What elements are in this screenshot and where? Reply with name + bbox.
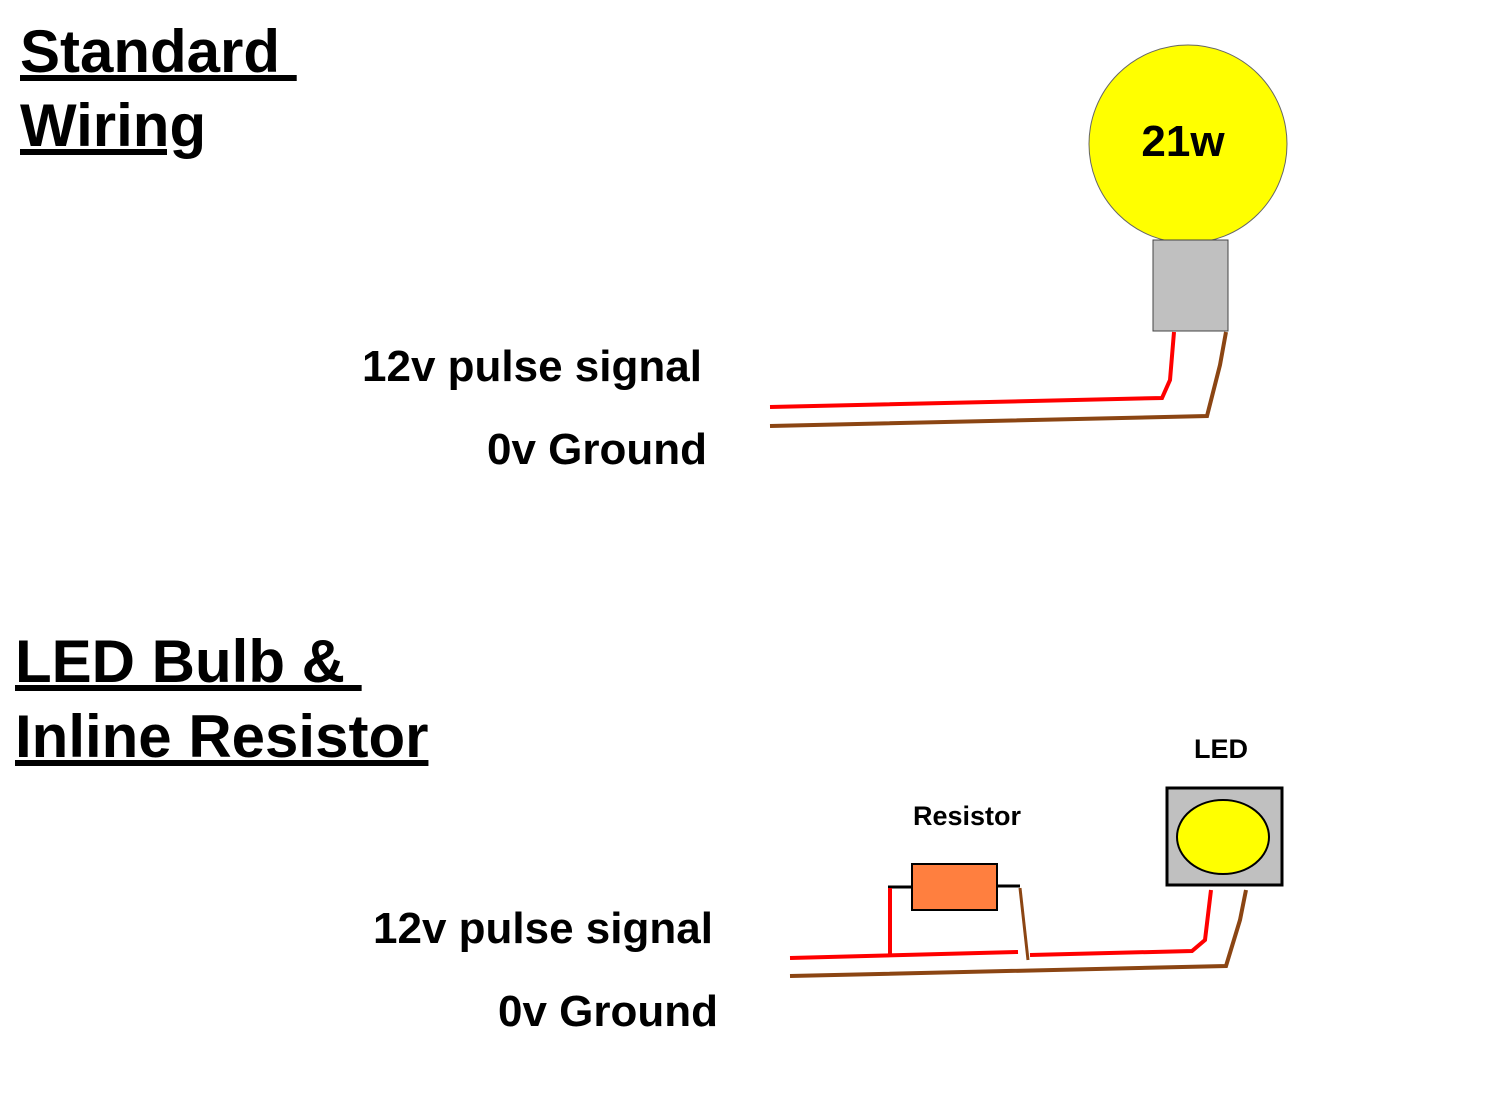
bulb-wattage-label: 21w — [1141, 117, 1225, 166]
resistor-label: Resistor — [913, 801, 1022, 831]
led-lens — [1176, 799, 1270, 875]
standard-ground-wire — [769, 331, 1228, 428]
standard-signal-label: 12v pulse signal — [362, 342, 702, 391]
standard-signal-wire — [769, 331, 1176, 409]
led-ground-label: 0v Ground — [498, 987, 718, 1036]
standard-title-line1: Standard — [20, 18, 297, 85]
resistor-output-lead — [1018, 887, 1030, 961]
led-title-line1: LED Bulb & — [15, 628, 362, 695]
incandescent-bulb: 21w — [1088, 44, 1288, 332]
standard-title-line2: Wiring — [20, 92, 206, 159]
led-signal-label: 12v pulse signal — [373, 904, 713, 953]
led-ground-wire — [789, 889, 1248, 978]
led-title-line2: Inline Resistor — [15, 703, 428, 770]
resistor-body — [911, 863, 998, 911]
led-bulb — [1165, 786, 1284, 887]
resistor — [888, 863, 1020, 911]
led-label: LED — [1194, 734, 1248, 764]
led-signal-wire-out — [1029, 889, 1213, 957]
led-signal-wire-in — [789, 950, 1019, 960]
bulb-base — [1152, 239, 1229, 332]
standard-ground-label: 0v Ground — [487, 425, 707, 474]
